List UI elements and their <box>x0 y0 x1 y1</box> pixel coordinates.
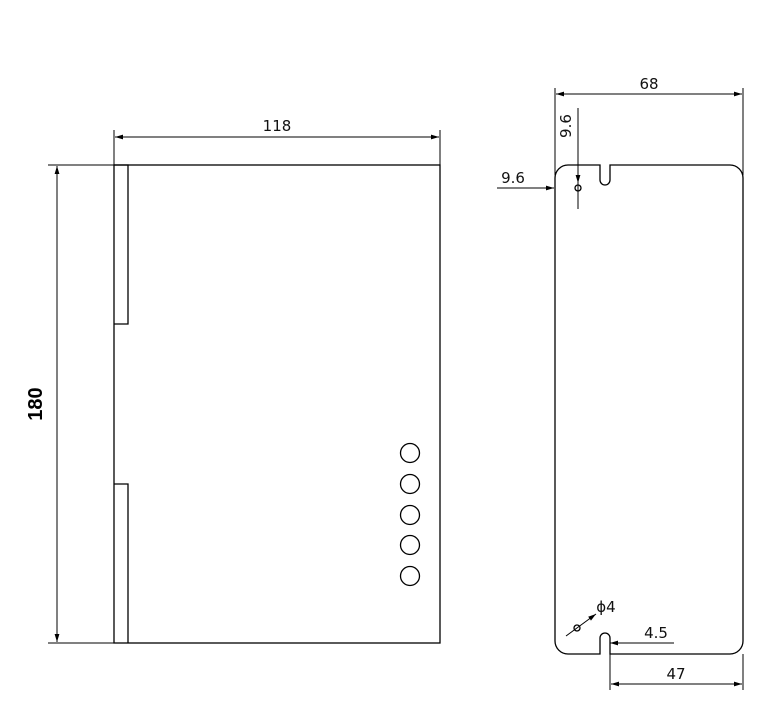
indicator-group <box>399 442 421 587</box>
dimension-front-height-label: 180 <box>25 387 47 420</box>
indicator-light-1 <box>399 442 421 464</box>
front-flange-top <box>114 164 129 325</box>
dimension-front-height: 180 <box>25 164 114 644</box>
front-flange-bottom <box>114 483 129 643</box>
dimension-bottom-offset: 47 <box>609 654 744 690</box>
dimension-side-width: 68 <box>554 75 744 175</box>
front-view: 118 180 <box>25 117 441 644</box>
dimension-side-width-label: 68 <box>639 75 658 93</box>
dimension-slot-width-label: 4.5 <box>644 624 668 642</box>
side-body-outline <box>554 164 744 655</box>
dimension-left-offset-label: 9.6 <box>501 169 525 187</box>
side-view: 68 9.6 9.6 ϕ4 4.5 47 <box>497 75 744 690</box>
dimension-left-offset: 9.6 <box>497 169 554 191</box>
front-body-outline <box>113 164 441 644</box>
dimension-bottom-offset-label: 47 <box>666 665 685 683</box>
indicator-light-3 <box>399 504 421 526</box>
dimension-slot-width: 4.5 <box>610 624 674 646</box>
dimension-top-offset-label: 9.6 <box>557 114 575 138</box>
indicator-light-4 <box>399 534 421 556</box>
indicator-light-2 <box>399 473 421 495</box>
dimension-hole-diameter-label: ϕ4 <box>596 598 615 616</box>
indicator-light-5 <box>399 565 421 587</box>
bottom-mounting-hole <box>565 613 597 637</box>
dimension-front-width-label: 118 <box>263 117 292 135</box>
dimension-top-offset: 9.6 <box>557 108 581 183</box>
dimension-front-width: 118 <box>113 117 441 165</box>
